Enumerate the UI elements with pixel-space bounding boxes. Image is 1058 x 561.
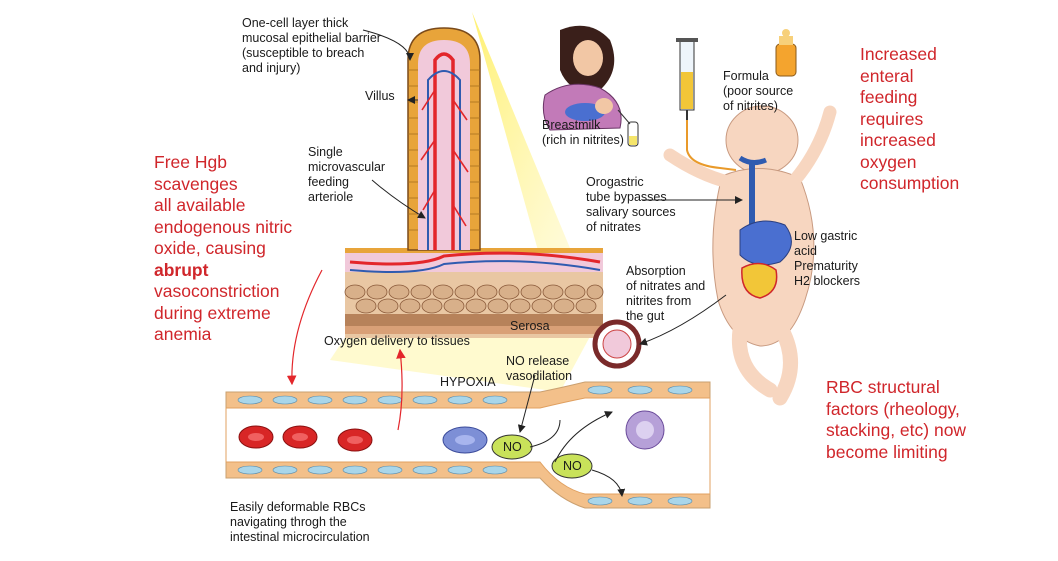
syringe-illustration (676, 38, 698, 120)
free-hgb-text-after: vasoconstriction during extreme anemia (154, 281, 280, 344)
oxygen-delivery-label: Oxygen delivery to tissues (324, 334, 470, 348)
free-hgb-text-before: Free Hgb scavenges all available endogen… (154, 152, 293, 258)
arrows (286, 29, 743, 497)
absorption-label: Absorption of nitrates and nitrites from… (626, 264, 706, 323)
villus-label: Villus (365, 89, 395, 103)
low-gastric-label: Low gastric acid Prematurity H2 blockers (794, 229, 860, 288)
orogastric-tube (686, 120, 737, 171)
hypoxia-label: HYPOXIA (440, 375, 496, 389)
epithelial-barrier-label: One-cell layer thick mucosal epithelial … (242, 16, 381, 75)
villus-illustration (344, 27, 604, 338)
free-hgb-text-bold: abrupt (154, 259, 209, 280)
increased-feeding-callout: Increased enteral feeding requires incre… (860, 44, 960, 193)
baby-illustration (663, 105, 837, 406)
serosa-label: Serosa (510, 319, 550, 333)
no-label-1: NO (503, 440, 522, 454)
no-label-2: NO (563, 459, 582, 473)
orogastric-label: Orogastric tube bypasses salivary source… (586, 175, 676, 234)
arteriole-label: Single microvascular feeding arteriole (308, 145, 386, 204)
breastmilk-label: Breastmilk (rich in nitrites) (542, 118, 624, 147)
microcirculation-vessel (225, 381, 711, 509)
formula-bottle-illustration (775, 29, 797, 77)
gut-cross-section (592, 319, 642, 369)
no-release-label: NO release vasodilation (506, 354, 573, 383)
formula-label: Formula (poor source of nitrites) (723, 69, 794, 113)
free-hgb-callout: Free Hgb scavenges all available endogen… (154, 152, 292, 346)
no-molecule-2 (551, 453, 593, 479)
easily-deformable-label: Easily deformable RBCs navigating throgh… (230, 500, 370, 544)
rbc-structural-callout: RBC structural factors (rheology, stacki… (826, 377, 967, 462)
mother-illustration (542, 25, 622, 131)
